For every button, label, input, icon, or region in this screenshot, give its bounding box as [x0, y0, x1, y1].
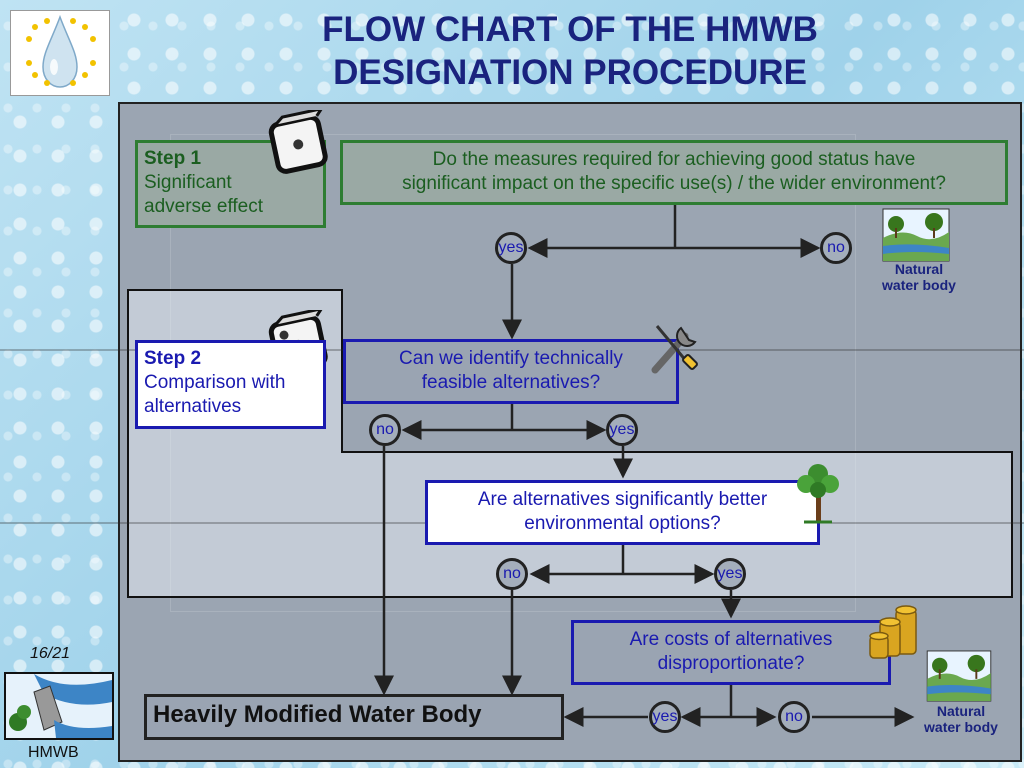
tree-icon — [797, 464, 839, 524]
page-number: 16/21 — [30, 645, 71, 662]
question-1-line-2: significant impact on the specific use(s… — [402, 173, 946, 194]
step2-box: Step 2 Comparison with alternatives — [135, 340, 326, 429]
question-2-box: Can we identify technically feasible alt… — [343, 339, 679, 404]
natural-water-body-label-1: Natural water body — [866, 261, 972, 293]
question-3-line-2: environmental options? — [524, 513, 721, 534]
footer-label: HMWB — [28, 744, 79, 761]
eu-water-logo — [10, 10, 110, 96]
step2-heading: Step 2 — [144, 348, 202, 369]
answer-no-1: no — [820, 232, 852, 264]
question-3-line-1: Are alternatives significantly better — [477, 489, 768, 510]
question-2-line-2: feasible alternatives? — [421, 372, 601, 393]
natural-label-2-line-1: Natural — [936, 703, 986, 719]
question-4-line-1: Are costs of alternatives — [629, 629, 833, 650]
answer-no-4: no — [778, 701, 810, 733]
natural-label-2-line-2: water body — [924, 719, 998, 735]
wrench-screwdriver-icon — [651, 325, 698, 374]
step2-line-2: alternatives — [144, 396, 242, 417]
step1-line-1: Significant — [144, 172, 232, 193]
question-2-line-1: Can we identify technically — [399, 348, 623, 369]
natural-label-1-line-1: Natural — [894, 261, 944, 277]
answer-yes-1: yes — [495, 232, 527, 264]
question-4-line-2: disproportionate? — [657, 653, 805, 674]
step1-heading: Step 1 — [144, 148, 202, 169]
title-line-2: DESIGNATION PROCEDURE — [333, 53, 807, 92]
answer-yes-4: yes — [649, 701, 681, 733]
question-1-line-1: Do the measures required for achieving g… — [432, 149, 916, 170]
natural-water-body-label-2: Natural water body — [908, 703, 1014, 735]
answer-no-2: no — [369, 414, 401, 446]
question-4-box: Are costs of alternatives disproportiona… — [571, 620, 891, 685]
dice-one-pip-icon — [268, 110, 328, 174]
step1-line-2: adverse effect — [144, 196, 264, 217]
title-line-1: FLOW CHART OF THE HMWB — [322, 10, 818, 49]
answer-no-3: no — [496, 558, 528, 590]
answer-yes-2: yes — [606, 414, 638, 446]
landscape-icon-2 — [926, 650, 992, 702]
natural-label-1-line-2: water body — [882, 277, 956, 293]
dam-icon — [4, 672, 114, 740]
answer-yes-3: yes — [714, 558, 746, 590]
water-drop-eu-stars-logo — [26, 14, 96, 88]
step2-line-1: Comparison with — [144, 372, 286, 393]
hmwb-result-box: Heavily Modified Water Body — [144, 694, 564, 740]
question-1-box: Do the measures required for achieving g… — [340, 140, 1008, 205]
page-title: FLOW CHART OF THE HMWB DESIGNATION PROCE… — [230, 8, 910, 94]
coin-stack-icon — [869, 605, 917, 659]
landscape-icon — [882, 208, 950, 262]
question-3-box: Are alternatives significantly better en… — [425, 480, 820, 545]
